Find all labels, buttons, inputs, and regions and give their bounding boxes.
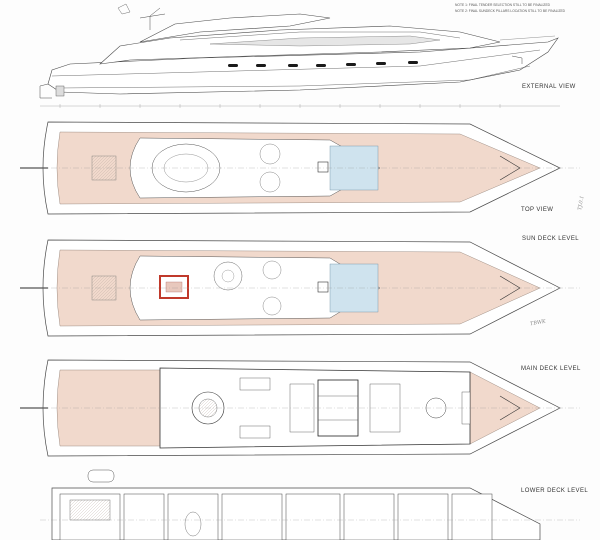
sun-deck-plan <box>20 239 580 337</box>
hull-portholes <box>228 61 418 67</box>
top-view-plan <box>20 121 580 215</box>
label-sun-deck: SUN DECK LEVEL <box>522 236 579 242</box>
external-view-profile <box>39 3 559 99</box>
label-main-deck: MAIN DECK LEVEL <box>521 366 581 372</box>
main-deck-plan <box>20 359 580 457</box>
note-1: NOTE 1: FINAL TENDER SELECTION STILL TO … <box>455 3 551 7</box>
lower-deck-plan <box>40 469 580 540</box>
label-top-view: TOP VIEW <box>521 207 554 213</box>
note-2: NOTE 2: FINAL SUNDECK PILLARS LOCATION S… <box>455 9 566 13</box>
label-external-view: EXTERNAL VIEW <box>522 84 576 90</box>
label-lower-deck: LOWER DECK LEVEL <box>521 488 589 494</box>
external-view-baseline <box>40 104 560 108</box>
